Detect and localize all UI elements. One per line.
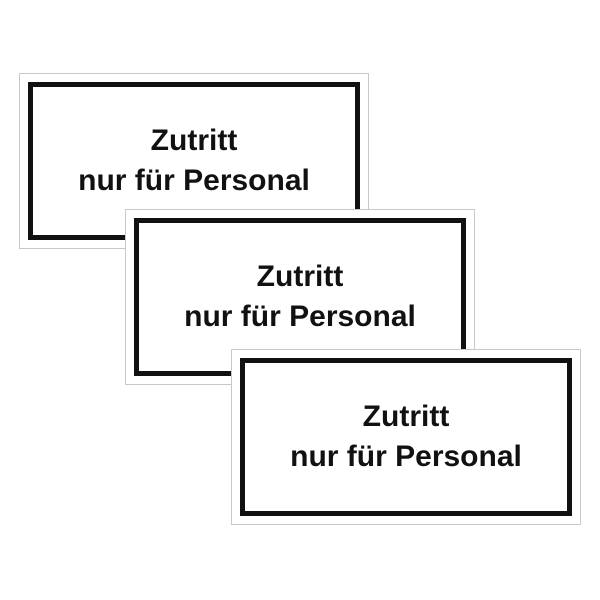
sign-text-line2: nur für Personal [184, 300, 416, 333]
sign-text-line1: Zutritt [150, 124, 238, 157]
sign-text-line2: nur für Personal [78, 164, 310, 197]
sign-back: Zutritt nur für Personal [19, 73, 369, 249]
sign-front: Zutritt nur für Personal [231, 349, 581, 525]
sign-frame: Zutritt nur für Personal [240, 358, 572, 516]
sign-text-line1: Zutritt [362, 400, 450, 433]
sign-text-line2: nur für Personal [290, 440, 522, 473]
sign-text-line1: Zutritt [256, 260, 344, 293]
